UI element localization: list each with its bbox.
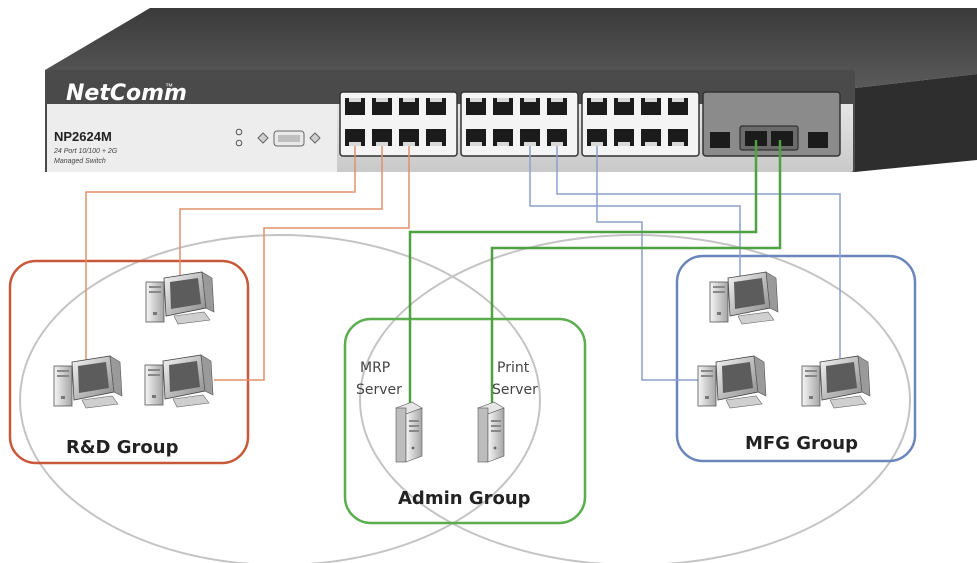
desktop-computer-icon [697, 355, 767, 409]
rd-group-box [8, 259, 250, 465]
admin-group-box [343, 317, 587, 525]
left-vlan-ellipse [19, 234, 541, 563]
port-block-2 [460, 91, 579, 157]
admin-group-label: Admin Group [398, 488, 531, 509]
mrp-server-label-line2: Server [356, 382, 402, 398]
mrp-server-label-line1: MRP [360, 360, 390, 376]
switch-model: NP2624M [54, 129, 112, 144]
server-tower-icon [477, 401, 505, 463]
mfg-group-box [675, 254, 917, 463]
console-port-icon [257, 130, 321, 147]
print-server-label-line2: Server [492, 382, 538, 398]
status-led-icon [235, 128, 243, 147]
switch-desc-line1: 24 Port 10/100 + 2G [53, 148, 118, 155]
print-server-label-line1: Print [497, 360, 530, 376]
switch-brand: NetComm [66, 81, 187, 106]
gigabit-port-block [702, 91, 841, 157]
rd-group-label: R&D Group [66, 437, 179, 458]
desktop-computer-icon [801, 355, 871, 409]
mfg-cables [529, 146, 841, 381]
desktop-computer-icon [144, 354, 214, 408]
desktop-computer-icon [709, 271, 779, 325]
right-vlan-ellipse [359, 234, 911, 563]
port-block-1 [339, 91, 458, 157]
desktop-computer-icon [145, 271, 215, 325]
switch-brand-trademark: ™ [165, 82, 173, 91]
switch-desc-line2: Managed Switch [54, 158, 106, 165]
admin-cables [408, 140, 782, 415]
server-tower-icon [395, 401, 423, 463]
desktop-computer-icon [53, 355, 123, 409]
rd-cables [85, 146, 410, 381]
port-block-3 [581, 91, 700, 157]
mfg-group-label: MFG Group [745, 433, 858, 454]
